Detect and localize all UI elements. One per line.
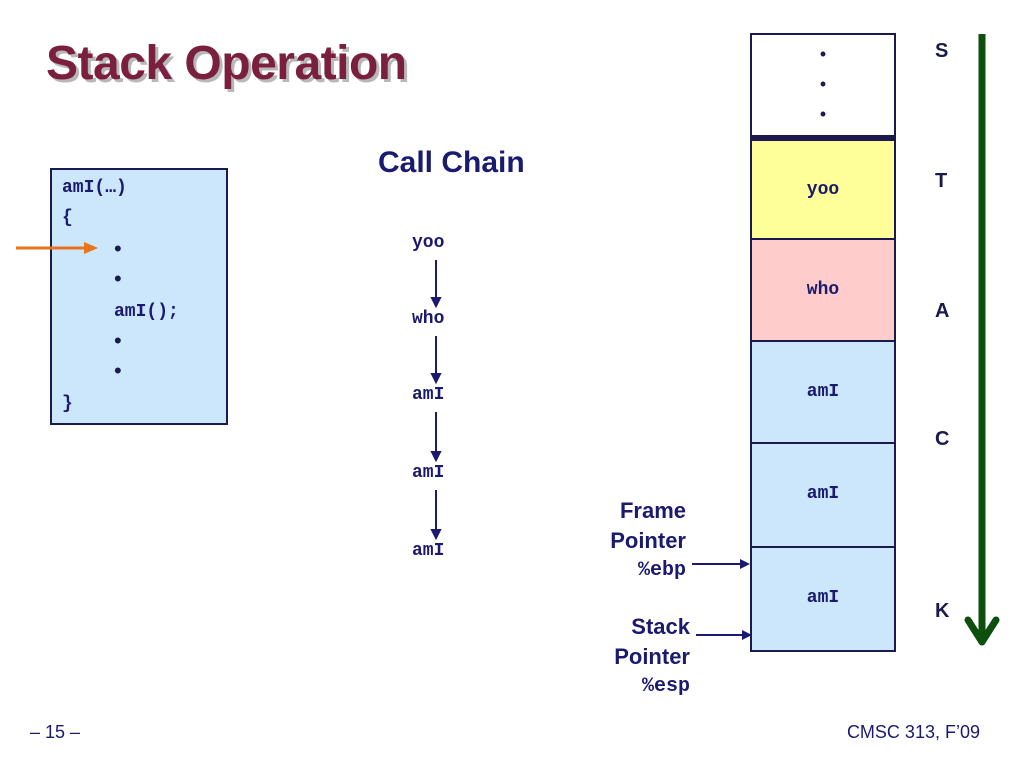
current-line-arrow-icon bbox=[16, 242, 98, 254]
stack-pointer-arrow-icon bbox=[696, 630, 752, 640]
stack-letter-c: C bbox=[935, 428, 950, 450]
slide-title: Stack Operation bbox=[46, 37, 407, 90]
stack-letter-t: T bbox=[935, 170, 948, 192]
call-chain-title: Call Chain bbox=[378, 146, 525, 179]
stack-growth-arrow-icon bbox=[964, 34, 1000, 646]
code-line-function-header: amI(…) bbox=[62, 178, 127, 198]
stack-top-region: • • • bbox=[750, 33, 896, 137]
code-line-recursive-call: amI(); bbox=[114, 302, 179, 322]
page-number: – 15 – bbox=[30, 722, 81, 742]
code-box: amI(…) { • • amI(); • • } bbox=[50, 168, 228, 425]
stack-frame-label: amI bbox=[806, 382, 840, 402]
code-line-dot-4: • bbox=[114, 358, 122, 383]
stack-frame-yoo: yoo bbox=[750, 139, 896, 240]
code-line-dot-3: • bbox=[114, 328, 122, 353]
code-line-dot-2: • bbox=[114, 266, 122, 291]
stack-frame-ami-3: amI bbox=[750, 546, 896, 652]
stack-frame-label: yoo bbox=[806, 179, 840, 200]
stack-dot-1: • bbox=[819, 44, 827, 64]
call-chain-item-ami-1: amI bbox=[412, 385, 445, 405]
stack-pointer-line2: Pointer bbox=[614, 644, 690, 669]
stack-frame-ami-1: amI bbox=[750, 340, 896, 444]
stack-letter-a: A bbox=[935, 300, 950, 322]
frame-pointer-line2: Pointer bbox=[610, 528, 686, 553]
stack-frame-label: amI bbox=[806, 588, 840, 608]
code-line-close-brace: } bbox=[62, 394, 73, 414]
call-chain-item-ami-3: amI bbox=[412, 541, 445, 561]
course-label: CMSC 313, F’09 bbox=[846, 722, 980, 742]
stack-pointer-label: Stack Pointer %esp bbox=[614, 612, 690, 702]
frame-pointer-label: Frame Pointer %ebp bbox=[610, 496, 686, 586]
call-chain-item-ami-2: amI bbox=[412, 463, 445, 483]
stack-dot-3: • bbox=[819, 104, 827, 124]
stack-letter-s: S bbox=[935, 40, 949, 62]
stack-frame-ami-2: amI bbox=[750, 442, 896, 548]
stack-dot-2: • bbox=[819, 74, 827, 94]
frame-pointer-arrow-icon bbox=[692, 559, 750, 569]
frame-pointer-register: %ebp bbox=[637, 559, 686, 582]
frame-pointer-line1: Frame bbox=[619, 498, 686, 523]
code-line-dot-1: • bbox=[114, 236, 122, 261]
stack-frame-label: amI bbox=[806, 484, 840, 504]
stack-frame-label: who bbox=[806, 280, 840, 300]
stack-pointer-register: %esp bbox=[641, 675, 690, 698]
stack-pointer-line1: Stack bbox=[631, 614, 690, 639]
call-chain-arrows-icon bbox=[430, 260, 442, 541]
stack-frame-who: who bbox=[750, 238, 896, 342]
stack-letter-k: K bbox=[935, 600, 950, 622]
code-line-open-brace: { bbox=[62, 208, 73, 228]
call-chain-item-who: who bbox=[412, 309, 445, 329]
call-chain-item-yoo: yoo bbox=[412, 233, 445, 253]
